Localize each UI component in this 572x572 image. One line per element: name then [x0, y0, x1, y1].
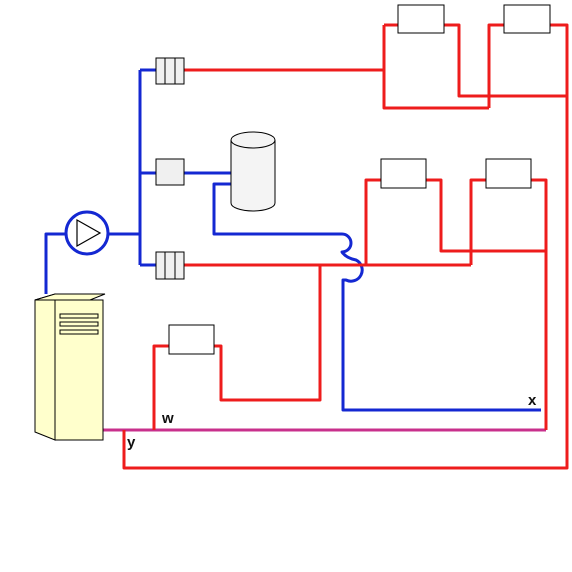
boiler-vent-2 [59, 321, 99, 327]
supply-pipes [122, 23, 569, 470]
return-pipes [44, 68, 541, 412]
cylinder-top [230, 131, 276, 149]
zone-valve-tank [155, 158, 185, 186]
boiler [34, 293, 106, 441]
point-label-y: y [127, 434, 136, 451]
supply-top-radiator-left-connectors [384, 23, 567, 98]
zone-valve-bottom [155, 251, 185, 280]
supply-middle-radiator-right-loop [469, 178, 548, 430]
boiler-top [34, 293, 106, 301]
supply-top-radiator-right-loop [487, 23, 569, 108]
return-pipe-tank-to-radiators [212, 182, 541, 412]
radiator-top-left [397, 4, 445, 34]
radiator-lower [168, 324, 215, 355]
supply-outer-ring [122, 96, 569, 470]
radiator-middle-right [485, 158, 532, 189]
supply-lower-radiator-loop [152, 265, 322, 430]
point-label-x: x [528, 392, 537, 409]
boiler-side [34, 293, 56, 441]
circulation-pump [64, 210, 110, 256]
supply-top-radiator-left-loop [382, 25, 489, 110]
hot-water-cylinder [230, 131, 276, 212]
cylinder-body [230, 140, 276, 212]
radiator-top-right [503, 4, 551, 34]
boiler-vent-1 [59, 313, 99, 319]
return-pipe-boiler-to-pump [44, 232, 65, 294]
pump-arrow-icon [76, 218, 102, 248]
point-label-w: w [161, 410, 174, 427]
boiler-vent-3 [59, 329, 99, 335]
boiler-front [54, 299, 104, 441]
radiator-middle-left [380, 158, 427, 189]
supply-middle-radiator-left-loop [364, 178, 546, 265]
zone-valve-top [155, 57, 185, 85]
